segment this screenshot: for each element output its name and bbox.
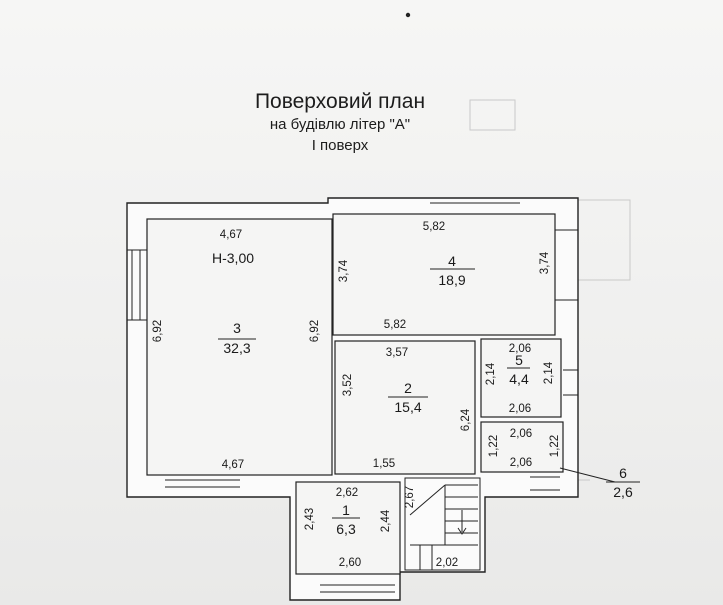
dim-room4-top: 5,82 xyxy=(423,221,445,233)
room-5 xyxy=(480,338,562,418)
dim-stair-side: 2,67 xyxy=(404,486,416,508)
room-1-number: 1 xyxy=(342,502,350,518)
dim-room6-left: 1,22 xyxy=(488,435,500,457)
dim-room3-left: 6,92 xyxy=(152,320,164,342)
room-1 xyxy=(295,481,401,575)
dim-room4-left: 3,74 xyxy=(338,259,350,282)
plan-subtitle: на будівлю літер "А" xyxy=(269,116,411,133)
room-6-area: 2,6 xyxy=(613,484,633,500)
dim-room6-bottom: 2,06 xyxy=(510,457,532,469)
dim-room5-left: 2,14 xyxy=(485,362,497,385)
room-5-area: 4,4 xyxy=(509,371,529,387)
dim-room4-right: 3,74 xyxy=(539,251,551,274)
dim-room3-bottom: 4,67 xyxy=(222,459,244,471)
dim-room6-right: 1,22 xyxy=(549,435,561,457)
room-5-number: 5 xyxy=(515,352,523,368)
floor-label: I поверх xyxy=(311,137,369,154)
dim-room2-right: 6,24 xyxy=(460,408,472,431)
room-6 xyxy=(480,421,564,473)
room-4-area: 18,9 xyxy=(438,272,465,288)
dim-room3-right: 6,92 xyxy=(309,320,321,342)
room-4 xyxy=(332,213,556,336)
dim-room4-bottom: 5,82 xyxy=(384,319,406,331)
dim-room1-left: 2,43 xyxy=(304,508,316,530)
plan-title: Поверховий план xyxy=(254,90,426,113)
dim-room2-top: 3,57 xyxy=(386,347,408,359)
fraction-bars xyxy=(218,268,530,519)
windows xyxy=(127,197,578,593)
room-6-leader xyxy=(559,467,616,483)
dim-room2-left: 3,52 xyxy=(342,374,354,396)
room-4-number: 4 xyxy=(448,253,456,269)
dim-room5-top: 2,06 xyxy=(509,343,531,355)
ceiling-height: Н-3,00 xyxy=(212,250,254,266)
staircase xyxy=(404,477,481,571)
room-3-number: 3 xyxy=(233,320,241,336)
room-6-number: 6 xyxy=(619,465,627,481)
room-2-area: 15,4 xyxy=(394,399,421,415)
dim-room1-top: 2,62 xyxy=(336,487,358,499)
dim-room1-right: 2,44 xyxy=(380,509,392,532)
dim-room3-top: 4,67 xyxy=(220,229,242,241)
dot-mark xyxy=(405,12,411,18)
dim-room1-bottom: 2,60 xyxy=(339,557,361,569)
room-3-area: 32,3 xyxy=(223,340,250,356)
dim-room5-right: 2,14 xyxy=(543,361,555,384)
dim-room6-top: 2,06 xyxy=(510,428,532,440)
room-2 xyxy=(334,340,476,475)
room-1-area: 6,3 xyxy=(336,521,356,537)
dim-stair-bottom: 2,02 xyxy=(436,557,458,569)
dim-room5-bottom: 2,06 xyxy=(509,403,531,415)
room-2-number: 2 xyxy=(404,380,412,396)
room-3 xyxy=(146,218,333,476)
dim-room2-bottom: 1,55 xyxy=(373,458,395,470)
